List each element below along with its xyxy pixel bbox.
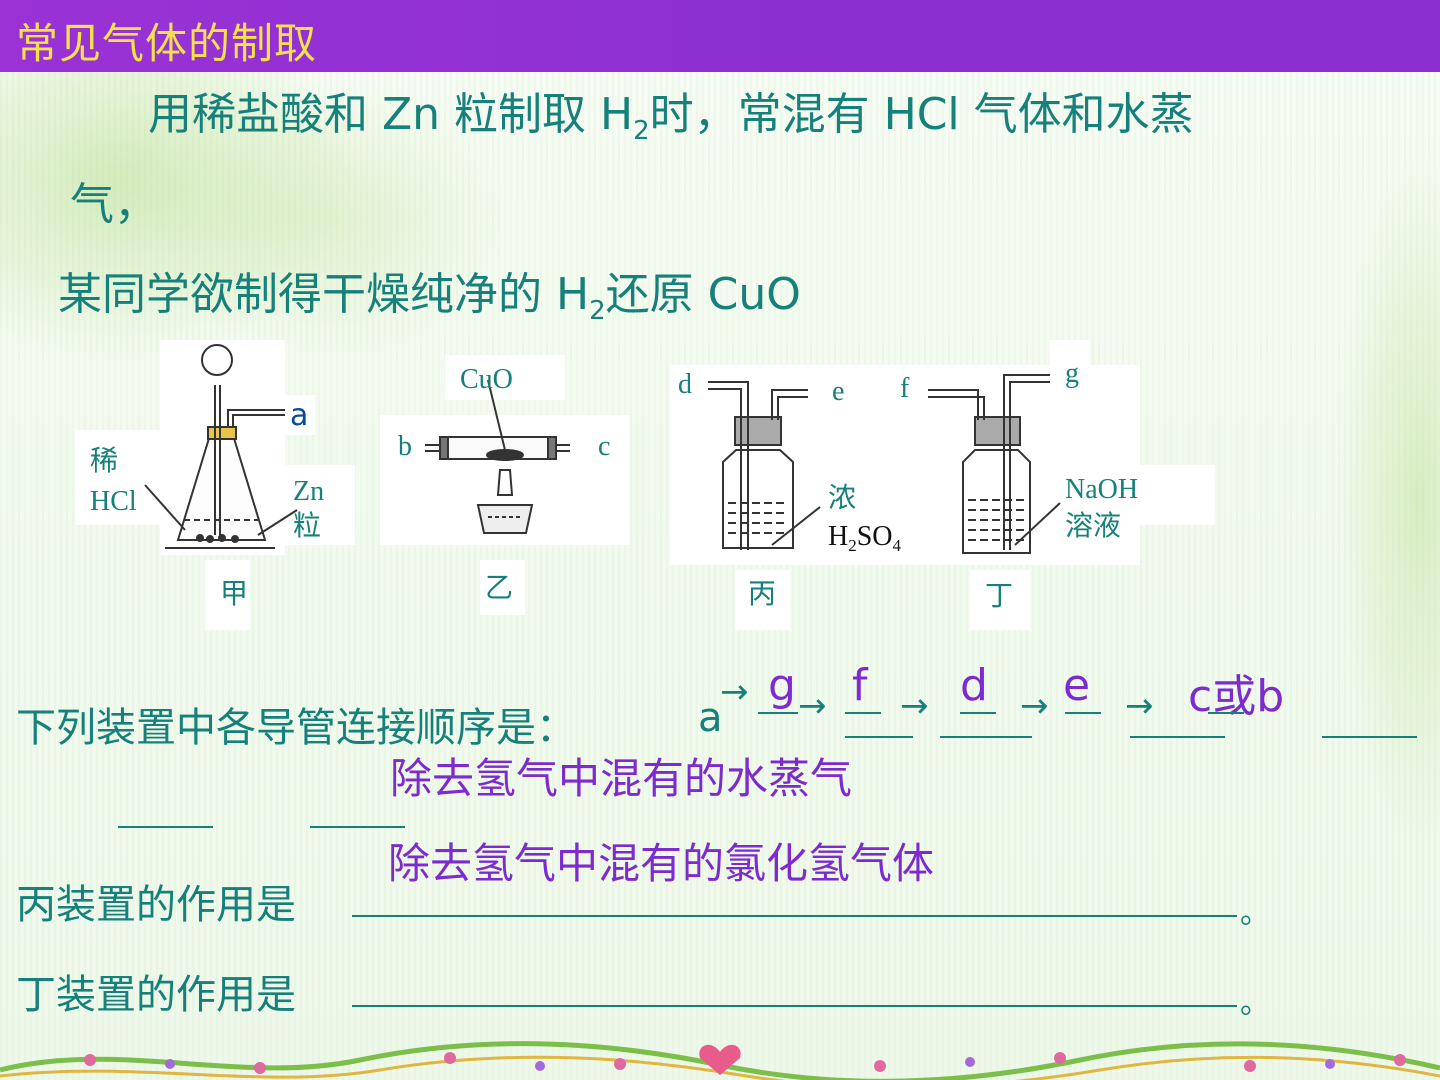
answer-seq-5[interactable]: c或b: [1188, 671, 1285, 722]
bottle-bing-drawing: [708, 381, 821, 550]
q2-period: 。: [1240, 896, 1270, 931]
label-ding: 丁: [985, 581, 1013, 612]
q3-period: 。: [1240, 986, 1270, 1021]
title-bar: 常见气体的制取: [0, 0, 1440, 72]
blank-line-3: [1130, 736, 1225, 738]
blank-line-6: [310, 826, 405, 828]
label-hcl: HCl: [90, 486, 137, 517]
label-g: g: [1065, 358, 1079, 389]
label-naoh: NaOH: [1065, 474, 1138, 505]
intro-line-3: 某同学欲制得干燥纯净的 H2还原 CuO: [58, 269, 801, 326]
arrow-5: →: [1125, 686, 1154, 726]
blank-seq-1: [758, 712, 798, 714]
q2-label: 丙装置的作用是: [16, 882, 296, 928]
heart-icon: [699, 1044, 741, 1075]
label-a: a: [290, 398, 308, 433]
blank-seq-4: [1065, 712, 1101, 714]
blank-line-5: [118, 826, 213, 828]
q1-start: a: [698, 695, 723, 741]
arrow-4: →: [1020, 686, 1049, 726]
q3-label: 丁装置的作用是: [16, 972, 296, 1018]
flask-jia-drawing: [144, 344, 298, 549]
answer-seq-2[interactable]: f: [852, 660, 868, 711]
bottle-ding-drawing: [928, 374, 1061, 554]
answer-bing-purpose[interactable]: 除去氢气中混有的水蒸气: [390, 754, 853, 803]
blank-seq-2: [845, 712, 881, 714]
label-zn: Zn: [293, 476, 324, 507]
blank-q3: [352, 1005, 1237, 1007]
label-b: b: [398, 431, 412, 462]
slide-title: 常见气体的制取: [16, 19, 318, 68]
floral-border: [0, 1041, 1440, 1080]
arrow-1: →: [720, 672, 749, 712]
label-e: e: [832, 376, 844, 407]
blank-q2: [352, 915, 1237, 917]
answer-seq-1[interactable]: g: [768, 660, 796, 711]
blank-seq-5: [1208, 712, 1244, 714]
label-conc: 浓: [828, 482, 856, 514]
label-dilute: 稀: [90, 445, 118, 477]
apparatus-figure: a 稀 HCl Zn 粒 CuO b c d e f g 浓 H2SO4 NaO…: [75, 340, 1215, 630]
blank-line-4: [1322, 736, 1417, 738]
label-yi: 乙: [485, 573, 513, 604]
intro-line-1: 用稀盐酸和 Zn 粒制取 H2时，常混有 HCl 气体和水蒸: [148, 89, 1194, 146]
label-jia: 甲: [220, 579, 248, 610]
label-bing: 丙: [748, 579, 776, 610]
label-h2so4: H2SO4: [828, 521, 902, 555]
tube-yi-drawing: [425, 379, 570, 534]
arrow-3: →: [900, 686, 929, 726]
answer-seq-3[interactable]: d: [960, 660, 988, 711]
arrow-2: →: [798, 686, 827, 726]
answer-seq-4[interactable]: e: [1063, 660, 1091, 711]
label-cuo: CuO: [460, 364, 513, 395]
answer-ding-purpose[interactable]: 除去氢气中混有的氯化氢气体: [388, 839, 935, 888]
blank-line-1: [845, 736, 913, 738]
label-d: d: [678, 369, 692, 400]
label-c: c: [598, 431, 610, 462]
label-zn-grain: 粒: [293, 510, 321, 542]
q1-label: 下列装置中各导管连接顺序是：: [16, 705, 576, 751]
intro-line-2: 气，: [70, 179, 158, 230]
blank-line-2: [940, 736, 1032, 738]
label-solution: 溶液: [1065, 510, 1121, 542]
label-f: f: [900, 373, 910, 404]
blank-seq-3: [960, 712, 996, 714]
